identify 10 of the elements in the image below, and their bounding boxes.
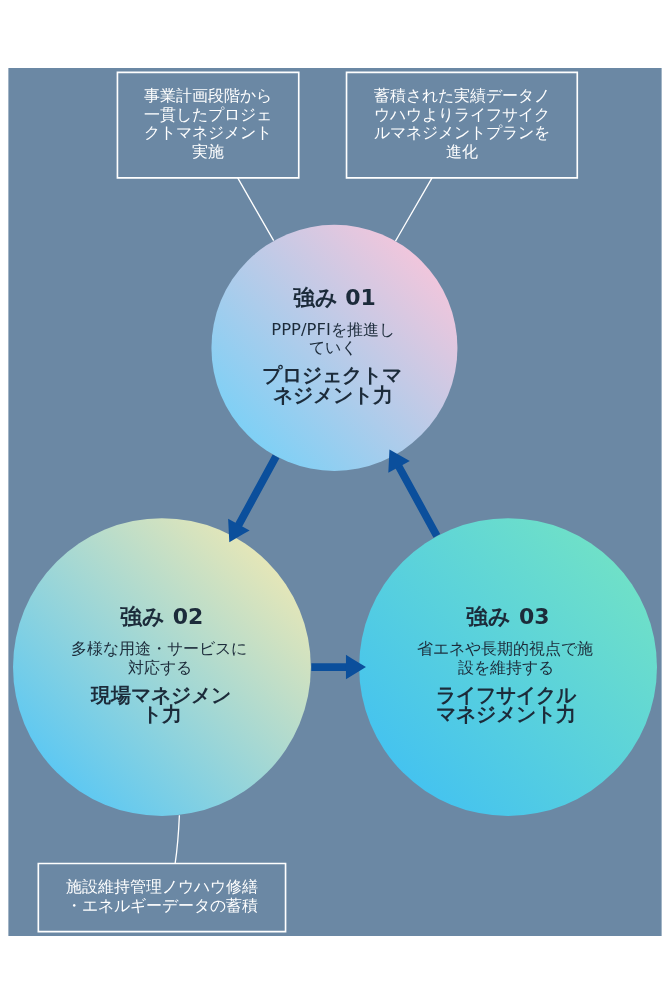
node-box: 蓄積された実績データノウハウよりライフサイクルマネジメントプランを進化 <box>345 71 579 179</box>
connector <box>394 177 433 242</box>
arrow <box>388 449 441 538</box>
node-box: 施設維持管理ノウハウ修繕・エネルギーデータの蓄積 <box>37 862 287 933</box>
node-box: 事業計画段階から一貫したプロジェクトマネジメント実施 <box>116 71 300 179</box>
connector <box>174 814 181 864</box>
arrow <box>228 454 280 543</box>
node-circle: 強み 03 省エネや長期的視点で施設を維持する ライフサイクルマネジメント力 <box>359 518 657 816</box>
arrow <box>311 654 366 680</box>
connector <box>237 177 275 242</box>
